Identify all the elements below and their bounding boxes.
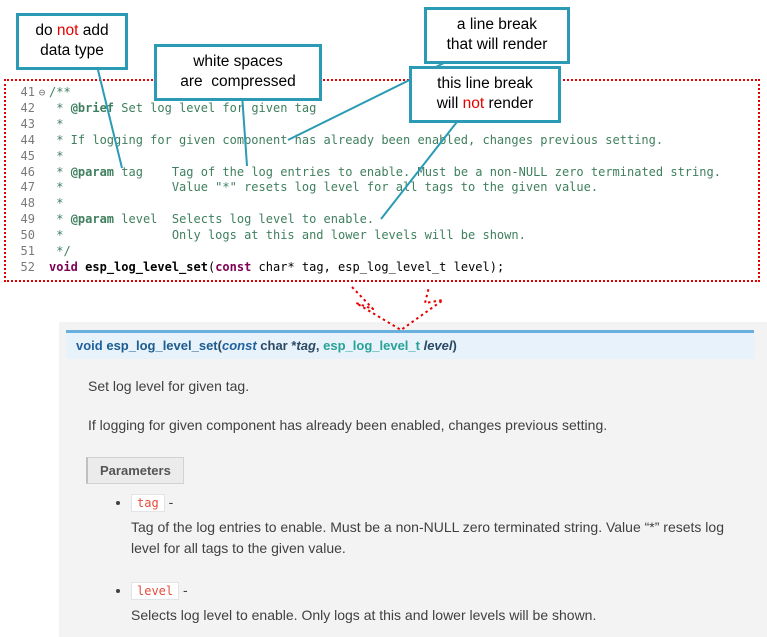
parameter-description: Tag of the log entries to enable. Must b… — [131, 518, 724, 557]
fold-gutter — [35, 180, 49, 196]
line-number: 52 — [20, 259, 35, 274]
parameter-head: level - — [131, 581, 767, 600]
brief-paragraph: Set log level for given tag. — [88, 378, 250, 394]
parameter-name-literal: level — [131, 581, 180, 600]
line-number: 50 — [20, 228, 35, 243]
fold-gutter — [35, 228, 49, 244]
line-number: 45 — [20, 148, 35, 163]
function-signature: void esp_log_level_set(const char *tag, … — [66, 330, 754, 359]
fold-gutter — [35, 149, 49, 165]
line-number: 46 — [20, 164, 35, 179]
code-line: 48 * — [11, 196, 758, 212]
fold-toggle-icon[interactable]: ⊖ — [38, 86, 46, 99]
code-line: 45 * — [11, 149, 758, 165]
parameter-item: level - Selects log level to enable. Only… — [131, 581, 767, 627]
line-number: 44 — [20, 132, 35, 147]
parameter-description: Selects log level to enable. Only logs a… — [131, 606, 597, 623]
code-line: 52 void esp_log_level_set(const char* ta… — [11, 260, 758, 276]
code-line: 47 * Value "*" resets log level for all … — [11, 180, 758, 196]
fold-gutter — [35, 212, 49, 228]
line-number: 47 — [20, 180, 35, 195]
line-number: 43 — [20, 116, 35, 131]
line-number: 51 — [20, 244, 35, 259]
code-line: 50 * Only logs at this and lower levels … — [11, 228, 758, 244]
line-number: 41 — [20, 85, 35, 99]
line-number: 42 — [20, 100, 35, 115]
parameter-name-literal: tag — [131, 493, 165, 512]
code-lines: 41⊖/**42 * @brief Set log level for give… — [11, 85, 758, 276]
code-line: 41⊖/** — [11, 85, 758, 101]
code-line: 46 * @param tag Tag of the log entries t… — [11, 165, 758, 181]
parameter-item: tag - Tag of the log entries to enable. M… — [131, 493, 767, 560]
fold-gutter — [35, 133, 49, 149]
fold-gutter — [35, 117, 49, 133]
fold-gutter — [35, 260, 49, 276]
parameters-list: tag - Tag of the log entries to enable. M… — [59, 493, 767, 627]
code-line: 42 * @brief Set log level for given tag — [11, 101, 758, 117]
line-number: 48 — [20, 196, 35, 211]
code-line: 51 */ — [11, 244, 758, 260]
fold-gutter — [35, 165, 49, 181]
code-line: 43 * — [11, 117, 758, 133]
detail-paragraph: If logging for given component has alrea… — [88, 417, 608, 434]
code-line: 49 * @param level Selects log level to e… — [11, 212, 758, 228]
fold-gutter — [35, 101, 49, 117]
code-line: 44 * If logging for given component has … — [11, 133, 758, 149]
parameter-head: tag - — [131, 493, 767, 512]
fold-gutter — [35, 196, 49, 212]
line-number: 49 — [20, 212, 35, 227]
code-editor: 41⊖/**42 * @brief Set log level for give… — [4, 79, 760, 282]
fold-gutter — [35, 244, 49, 260]
parameters-label: Parameters — [86, 456, 184, 484]
docs-panel: void esp_log_level_set(const char *tag, … — [59, 322, 767, 637]
